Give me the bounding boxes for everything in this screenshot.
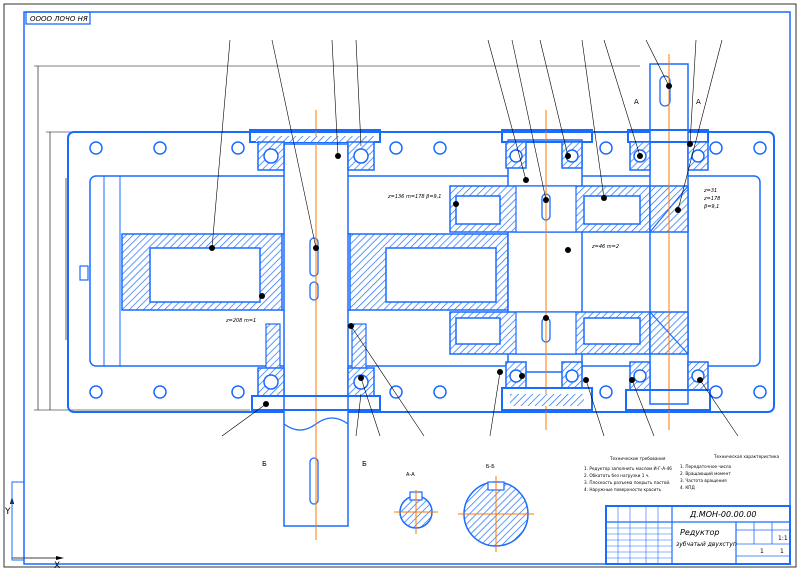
view-b-right: Б xyxy=(362,460,367,468)
input-shaft xyxy=(625,54,711,430)
notes-right-line-4: 4. КПД xyxy=(680,485,695,490)
left-bearings xyxy=(249,129,381,411)
notes-left-line-4: 4. Наружные поверхности красить xyxy=(584,487,662,492)
gear-small-label-1: z=31 xyxy=(703,188,717,194)
inner-frame xyxy=(23,11,791,565)
gear-small-label-3: β=9,1 xyxy=(704,204,719,210)
notes-right-title: Техническая характеристика xyxy=(713,454,780,459)
notes-left-line-1: 1. Редуктор заполнить маслом И-Г-А-46 xyxy=(584,466,672,471)
view-b-left: Б xyxy=(262,460,267,468)
flange-bolt-holes xyxy=(89,141,767,399)
title-scale: 1:1 xyxy=(778,535,788,542)
corner-stamp: ОООО ЛОЧО НЯ xyxy=(25,11,91,25)
gear-big-label: z=208 m=1 xyxy=(225,318,256,324)
gear-pinion-label: z=46 m=2 xyxy=(591,244,619,250)
axis-x-label: X xyxy=(54,561,60,571)
title-sheets-total: 1 xyxy=(780,548,784,555)
title-designation: Д.МОН-00.00.00 xyxy=(689,510,757,519)
notes-right-line-1: 1. Передаточное число xyxy=(680,464,732,469)
section-view-b: Б-Б xyxy=(458,464,534,552)
title-sheet: 1 xyxy=(760,548,764,555)
notes-right-line-2: 2. Вращающий момент xyxy=(680,471,731,476)
notes-right: Техническая характеристика 1. Передаточн… xyxy=(680,454,780,490)
title-block: Д.МОН-00.00.00 Редуктор зубчатый двухсту… xyxy=(605,505,791,565)
stamp-text: ОООО ЛОЧО НЯ xyxy=(30,15,88,23)
leader-lines xyxy=(211,39,739,437)
gear-labels: z=208 m=1 z=136 m=178 β=9,1 z=46 m=2 z=3… xyxy=(225,188,720,324)
section-markers: Б Б А А xyxy=(262,98,701,468)
title-name-line2: зубчатый двухступ xyxy=(676,541,737,548)
notes-right-line-3: 3. Частота вращения xyxy=(680,478,727,483)
title-name-line1: Редуктор xyxy=(680,528,719,537)
notes-left-line-2: 2. Обкатать без нагрузки 1 ч. xyxy=(584,473,650,478)
outer-frame xyxy=(3,3,797,568)
notes-left-line-3: 3. Плоскость разъема покрыть пастой. xyxy=(584,480,670,485)
section-a-title: А-А xyxy=(406,472,415,478)
gear-small-label-2: z=178 xyxy=(703,196,720,202)
section-b-title: Б-Б xyxy=(486,464,495,470)
section-view-a: А-А xyxy=(394,472,438,534)
left-side-strip xyxy=(11,481,25,561)
view-a-left: А xyxy=(634,98,639,106)
housing xyxy=(67,131,775,413)
notes-left: Технические требования 1. Редуктор запол… xyxy=(584,456,672,492)
axis-y-label: Y xyxy=(4,507,11,517)
notes-left-title: Технические требования xyxy=(609,456,666,461)
intermediate-shaft xyxy=(449,110,651,430)
view-a-right: А xyxy=(696,98,701,106)
gear-mid-label: z=136 m=178 β=9,1 xyxy=(387,194,441,200)
